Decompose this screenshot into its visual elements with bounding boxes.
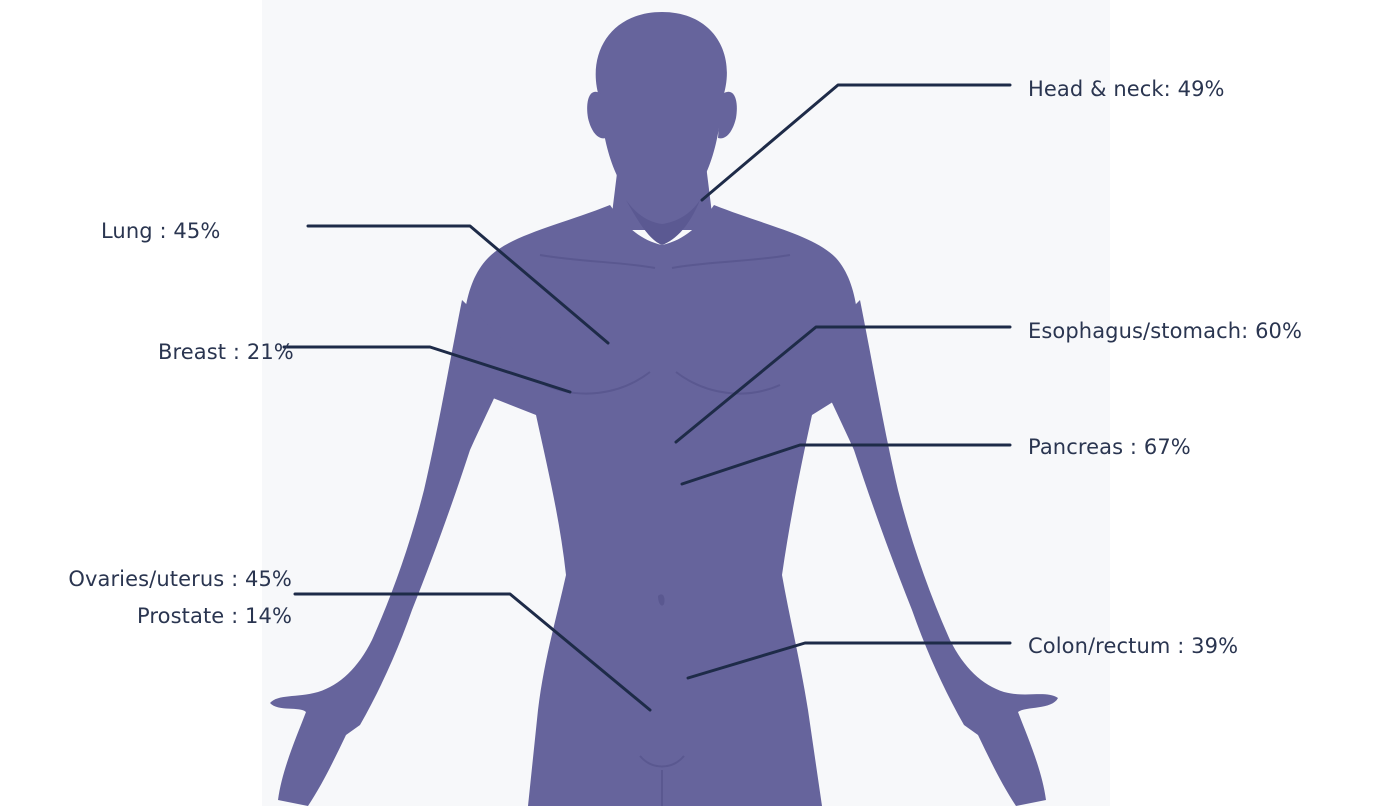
label-lung: Lung : 45% — [101, 218, 220, 244]
left-ear — [587, 92, 606, 139]
label-breast: Breast : 21% — [158, 339, 294, 365]
neck — [610, 165, 714, 230]
label-ovaries-uterus: Ovaries/uterus : 45% — [68, 566, 292, 592]
right-arm — [810, 300, 1058, 806]
label-prostate: Prostate : 14% — [137, 603, 292, 629]
left-arm — [270, 300, 514, 806]
label-pancreas: Pancreas : 67% — [1028, 434, 1191, 460]
body-silhouette — [270, 12, 1058, 806]
torso — [460, 205, 860, 806]
label-esophagus-stomach: Esophagus/stomach: 60% — [1028, 318, 1302, 344]
label-colon-rectum: Colon/rectum : 39% — [1028, 633, 1238, 659]
label-head-neck: Head & neck: 49% — [1028, 76, 1225, 102]
leader-head-neck — [702, 85, 1010, 200]
right-ear — [718, 92, 737, 139]
